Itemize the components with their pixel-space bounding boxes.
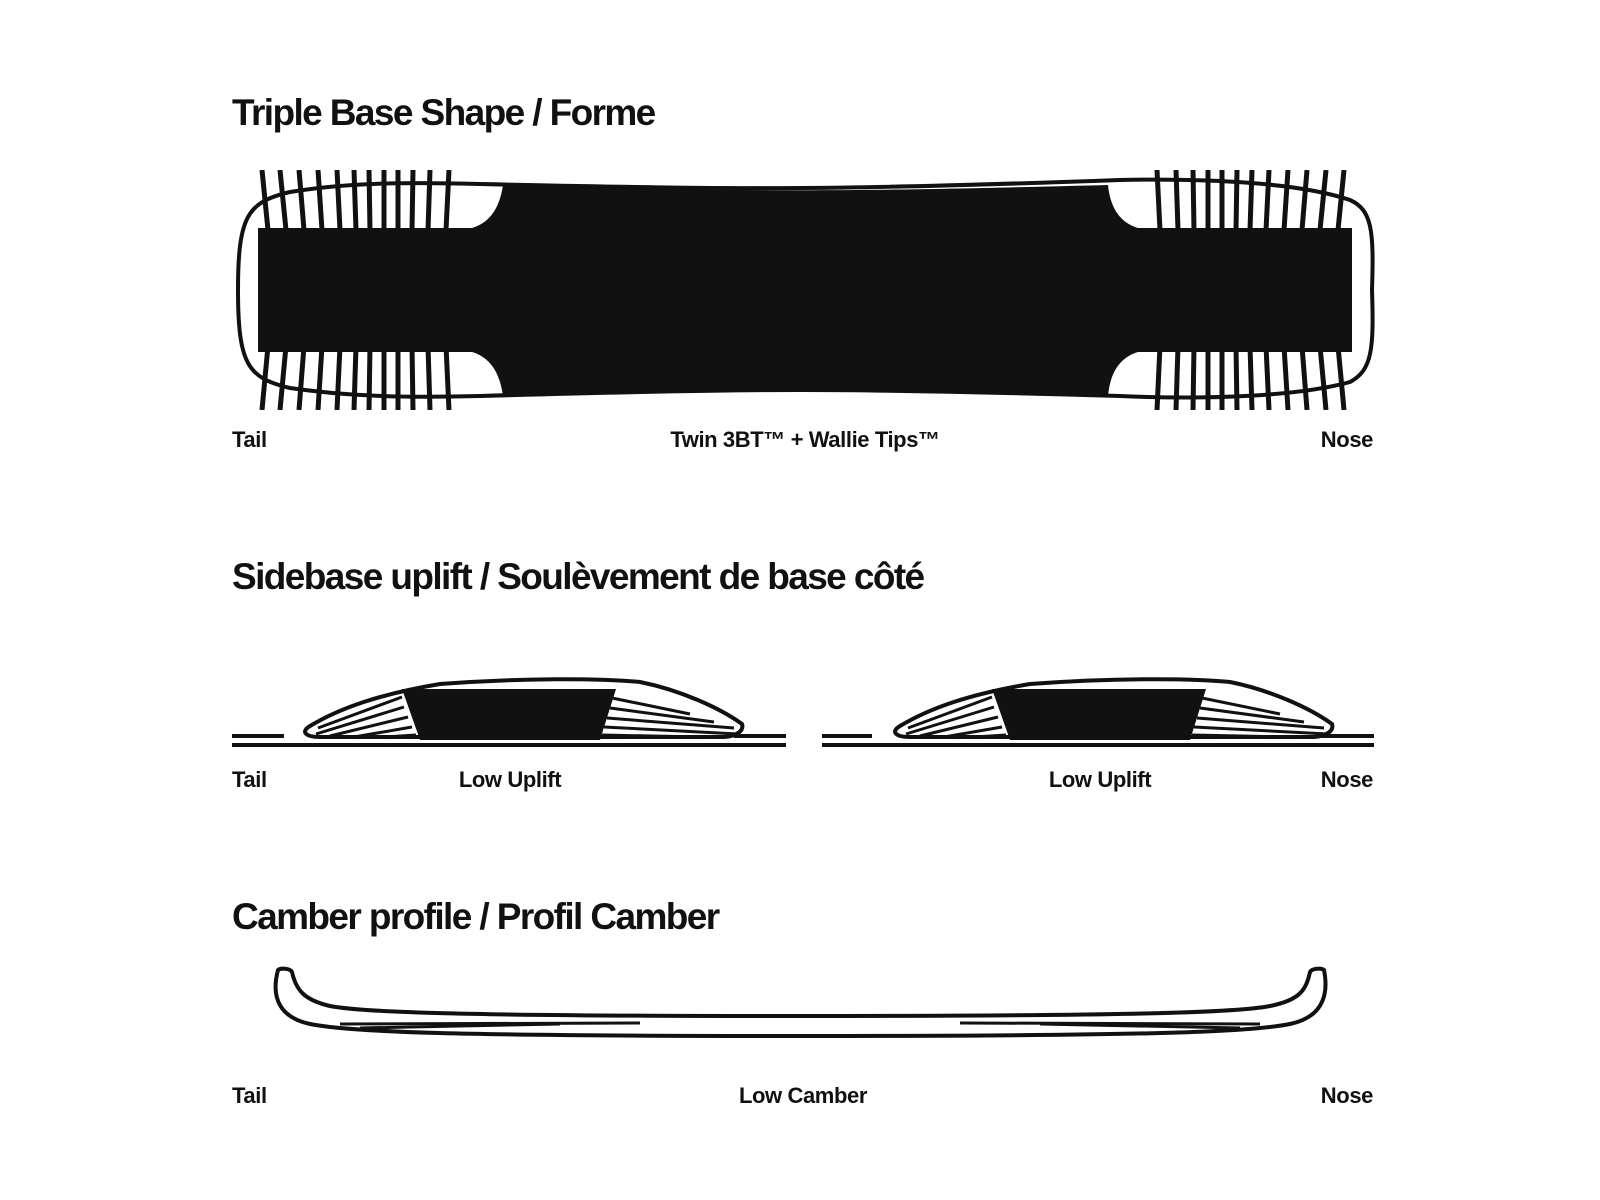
- camber-type-label: Low Camber: [738, 1083, 868, 1108]
- camber-board-profile: [273, 966, 1328, 1039]
- camber-tail-label: Tail: [232, 1083, 267, 1108]
- base-shape-type-label: Twin 3BT™ + Wallie Tips™: [670, 427, 940, 452]
- base-shape-nose-label: Nose: [1320, 427, 1374, 452]
- tail-ground-line: [232, 734, 786, 747]
- camber-profile-title: Camber profile / Profil Camber: [232, 896, 720, 937]
- board-top-view-diagram: [235, 170, 1375, 410]
- nose-bottom-hatching: [1154, 346, 1347, 410]
- nose-uplift-profile: [893, 677, 1335, 742]
- nose-uplift-label: Low Uplift: [1048, 767, 1152, 792]
- sidebase-uplift-title: Sidebase uplift / Soulèvement de base cô…: [232, 556, 925, 597]
- tail-uplift-label: Low Uplift: [458, 767, 562, 792]
- tail-bottom-hatching: [259, 346, 452, 410]
- nose-top-hatching: [1154, 170, 1347, 230]
- nose-ground-line: [822, 734, 1374, 747]
- camber-nose-label: Nose: [1320, 1083, 1374, 1108]
- tail-uplift-profile: [303, 677, 745, 742]
- tail-top-hatching: [259, 170, 452, 230]
- sidebase-tail-label: Tail: [232, 767, 267, 792]
- base-shape-tail-label: Tail: [232, 427, 267, 452]
- camber-profile-diagram: [273, 966, 1328, 1039]
- board-core: [258, 185, 1352, 396]
- base-shape-title: Triple Base Shape / Forme: [232, 92, 656, 133]
- sidebase-uplift-diagram: [232, 677, 1374, 747]
- sidebase-nose-label: Nose: [1320, 767, 1374, 792]
